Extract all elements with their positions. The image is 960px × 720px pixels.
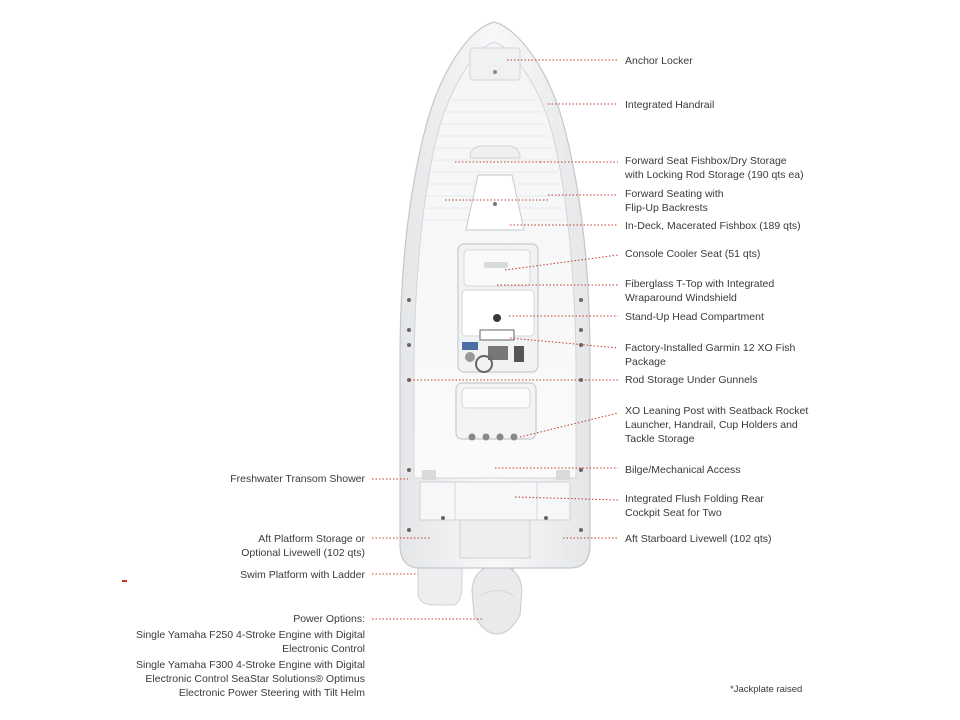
swim-platform	[417, 559, 463, 606]
anchor-locker	[469, 47, 521, 81]
red-tick-mark	[122, 580, 127, 582]
callout-rod-storage: Rod Storage Under Gunnels	[625, 374, 758, 386]
footnote-jackplate: *Jackplate raised	[730, 684, 803, 695]
callout-head-compartment: Stand-Up Head Compartment	[625, 311, 764, 323]
callout-rear-cockpit-seat: Integrated Flush Folding Rear Cockpit Se…	[625, 493, 764, 519]
callout-in-deck-fishbox: In-Deck, Macerated Fishbox (189 qts)	[625, 220, 801, 232]
aft-transom	[419, 470, 571, 559]
callout-t-top: Fiberglass T-Top with Integrated Wraparo…	[625, 278, 775, 304]
callout-transom-shower: Freshwater Transom Shower	[230, 473, 365, 485]
callout-console-cooler-seat: Console Cooler Seat (51 qts)	[625, 248, 761, 260]
callout-forward-seat-fishbox: Forward Seat Fishbox/Dry Storage with Lo…	[625, 155, 804, 181]
callout-power-options: Power Options: Single Yamaha F250 4-Stro…	[136, 613, 365, 699]
callout-garmin-package: Factory-Installed Garmin 12 XO Fish Pack…	[625, 342, 796, 368]
leaning-post	[455, 382, 537, 441]
outboard-engine	[471, 560, 523, 635]
callout-anchor-locker: Anchor Locker	[625, 55, 693, 67]
callout-aft-platform-storage: Aft Platform Storage or Optional Livewel…	[241, 533, 365, 559]
forward-seat	[469, 145, 521, 159]
callout-aft-starboard-livewell: Aft Starboard Livewell (102 qts)	[625, 533, 772, 545]
center-console	[457, 243, 539, 373]
leader-lines	[372, 59, 619, 620]
callout-bilge-access: Bilge/Mechanical Access	[625, 464, 741, 476]
callout-integrated-handrail: Integrated Handrail	[625, 99, 715, 111]
callout-swim-platform: Swim Platform with Ladder	[240, 569, 365, 581]
callout-forward-seating: Forward Seating with Flip-Up Backrests	[625, 188, 724, 214]
callout-leaning-post: XO Leaning Post with Seatback Rocket Lau…	[625, 405, 809, 445]
